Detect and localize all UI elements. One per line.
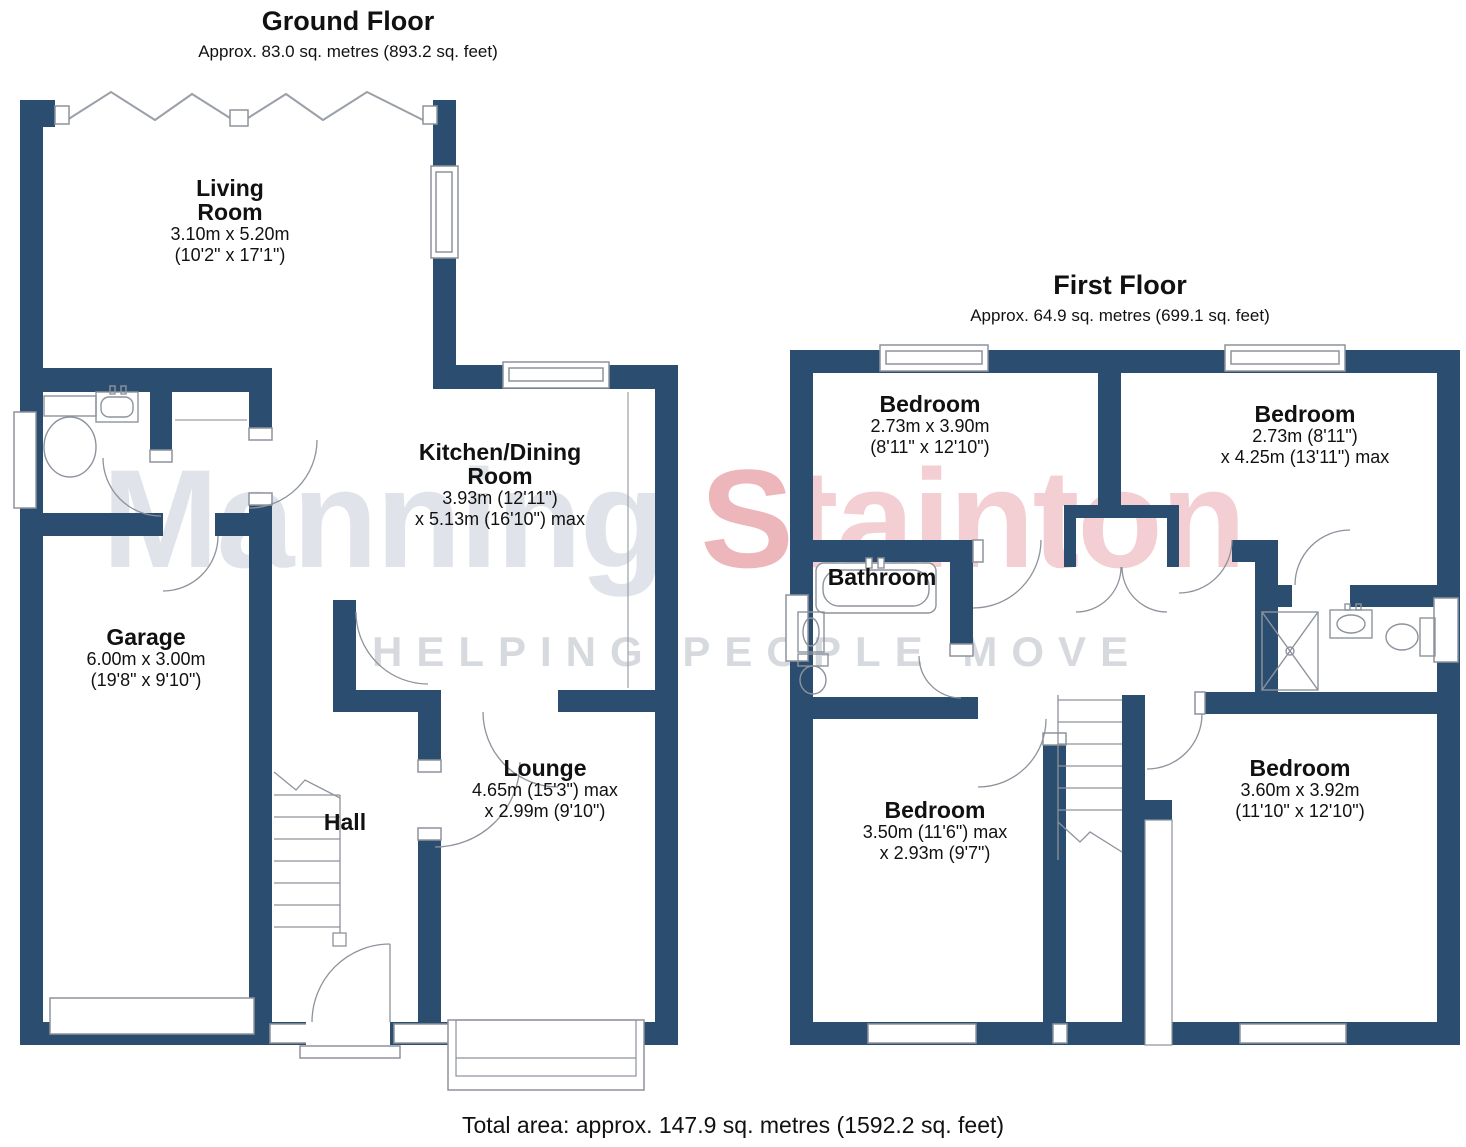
room-dims-imperial: x 2.93m (9'7") [879,842,991,863]
room-name: Hall [323,809,367,835]
interior-lines [175,392,629,688]
room-label-hall: Hall [295,810,395,834]
room-dims-imperial: (8'11" x 12'10") [870,436,990,457]
room-label-bathroom: Bathroom [812,565,952,589]
door-swings [918,529,1351,788]
room-dims-metric: 2.73m (8'11") [1252,426,1358,447]
sink-icon [1329,603,1373,639]
room-name: Bathroom [827,564,937,590]
ground-floor-header: Ground Floor Approx. 83.0 sq. metres (89… [148,6,548,62]
garage-door [49,997,255,1035]
room-name: Bedroom [1249,755,1351,781]
sink-icon [797,611,825,653]
ground-floor-plan [13,90,678,1091]
room-label-living-room: Living Room 3.10m x 5.20m (10'2" x 17'1"… [130,176,330,266]
first-floor-subtitle: Approx. 64.9 sq. metres (699.1 sq. feet) [970,306,1270,326]
room-dims-metric: 3.60m x 3.92m [1240,780,1360,801]
room-name: Kitchen/Dining Room [418,439,582,490]
first-floor-title: First Floor [1053,270,1187,300]
room-label-bedroom-bottom-left: Bedroom 3.50m (11'6") max x 2.93m (9'7") [830,798,1040,864]
room-label-garage: Garage 6.00m x 3.00m (19'8" x 9'10") [46,625,246,691]
room-dims-metric: 4.65m (15'3") max [472,780,618,801]
front-door-opening [306,1022,390,1045]
room-name: Living Room [196,175,264,226]
room-dims-metric: 3.50m (11'6") max [862,822,1008,843]
porch-step [299,1045,401,1059]
room-label-kitchen-dining: Kitchen/Dining Room 3.93m (12'11") x 5.1… [385,440,615,530]
ensuite-door-opening [1292,585,1350,607]
room-name: Bedroom [884,797,986,823]
wall-connectors [54,105,442,841]
room-name: Garage [106,624,186,650]
room-label-bedroom-bottom-right: Bedroom 3.60m x 3.92m (11'10" x 12'10") [1190,756,1410,822]
room-dims-imperial: (10'2" x 17'1") [174,244,286,265]
bay-window [447,1019,645,1091]
room-name: Bedroom [1254,401,1356,427]
toilet-icon [797,653,829,695]
room-dims-imperial: x 4.25m (13'11") max [1220,446,1390,467]
first-floor-header: First Floor Approx. 64.9 sq. metres (699… [920,270,1320,326]
folding-door-symbol [66,90,424,122]
room-label-bedroom-top-left: Bedroom 2.73m x 3.90m (8'11" x 12'10") [830,392,1030,458]
watermark-word1: Manning [102,440,665,597]
toilet-icon [1385,617,1436,657]
room-dims-metric: 2.73m x 3.90m [870,416,990,437]
room-label-bedroom-top-right: Bedroom 2.73m (8'11") x 4.25m (13'11") m… [1195,402,1415,468]
door-swings [102,439,559,1023]
sink-icon [95,385,139,423]
room-dims-metric: 3.10m x 5.20m [170,224,290,245]
room-dims-metric: 6.00m x 3.00m [86,649,206,670]
ground-floor-subtitle: Approx. 83.0 sq. metres (893.2 sq. feet) [198,42,498,62]
room-name: Bedroom [879,391,981,417]
total-area-text: Total area: approx. 147.9 sq. metres (15… [461,1112,1005,1138]
windows [13,165,610,1044]
walls [20,100,678,1045]
first-floor-plan [785,344,1460,1046]
room-label-lounge: Lounge 4.65m (15'3") max x 2.99m (9'10") [430,756,660,822]
thin-wall-strip [1144,819,1173,1046]
room-dims-imperial: (11'10" x 12'10") [1235,800,1365,821]
stairs-icon [1057,695,1123,860]
room-dims-imperial: x 5.13m (16'10") max [415,508,585,529]
ground-floor-title: Ground Floor [261,6,435,36]
toilet-icon [43,395,97,478]
room-name: Lounge [503,755,587,781]
shower-icon [1261,611,1319,691]
room-dims-imperial: (19'8" x 9'10") [90,669,202,690]
wall-connectors [949,539,1206,746]
bathtub-icon [815,557,937,614]
room-dims-imperial: x 2.99m (9'10") [484,800,606,821]
room-dims-metric: 3.93m (12'11") [442,488,558,509]
stairs-icon [273,771,347,947]
watermark-tagline: HELPING PEOPLE MOVE [372,628,1143,675]
